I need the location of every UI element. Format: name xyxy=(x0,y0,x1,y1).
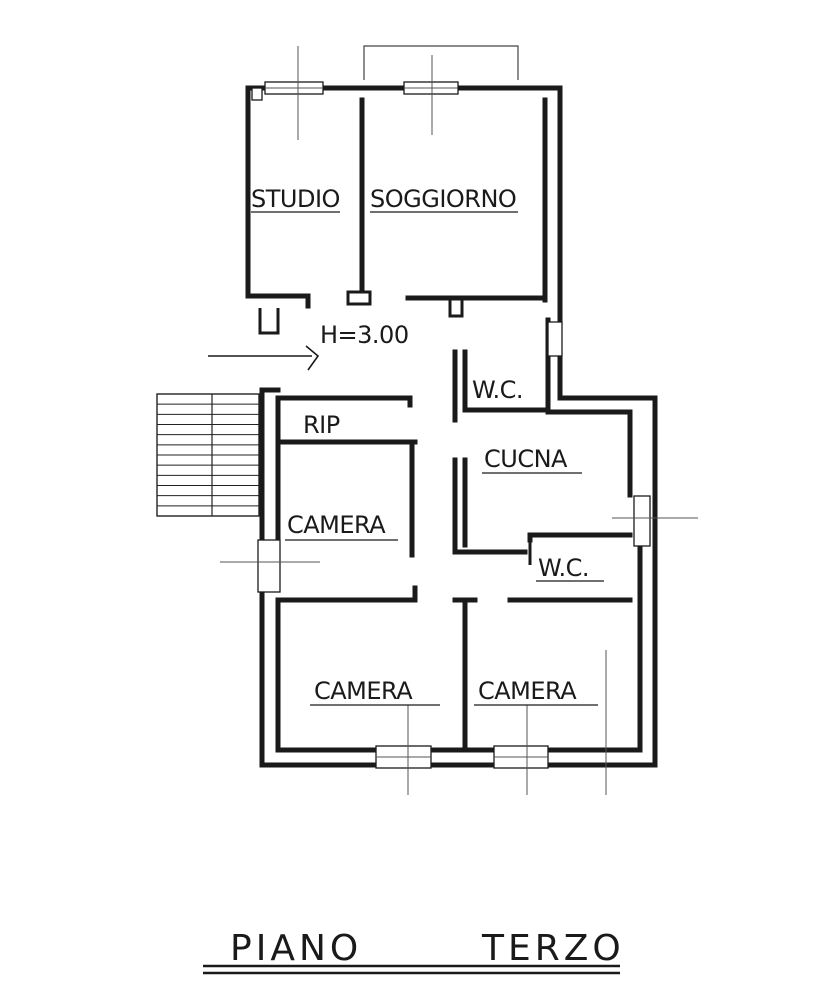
wall-wc-bottom xyxy=(462,349,548,413)
wall-stub-2 xyxy=(448,300,464,318)
staircase xyxy=(156,393,260,517)
wall-studio-bottom xyxy=(245,293,311,309)
outer-walls xyxy=(245,85,658,768)
wall-wc2-top xyxy=(527,532,633,543)
wall-bottom-inner xyxy=(275,517,643,753)
label-studio: STUDIO xyxy=(251,185,340,213)
guide-lines xyxy=(220,45,698,795)
window-cucina xyxy=(633,495,651,547)
label-cucina: CUCNA xyxy=(484,445,568,473)
interior-walls xyxy=(245,97,633,748)
entry-arrow xyxy=(208,345,320,371)
room-labels: STUDIO SOGGIORNO H=3.00 W.C. RIP CUCNA C… xyxy=(251,185,604,706)
window-camera-small xyxy=(257,539,281,593)
wall-right-bottom xyxy=(259,352,658,768)
wall-stub xyxy=(346,290,372,306)
wall-rip-top xyxy=(275,395,413,408)
label-wc-bottom: W.C. xyxy=(538,554,589,582)
label-soggiorno: SOGGIORNO xyxy=(370,185,516,213)
floor-word: PIANO xyxy=(230,928,362,969)
wall-right-inner xyxy=(545,317,633,498)
label-wc-top: W.C. xyxy=(472,376,523,404)
wall-cucina-left xyxy=(452,457,528,555)
label-height: H=3.00 xyxy=(320,321,409,349)
windows xyxy=(251,81,651,769)
floor-title: PIANO TERZO xyxy=(203,928,625,975)
wall-top xyxy=(245,85,563,325)
window-wc-top xyxy=(547,321,563,357)
label-camera-left: CAMERA xyxy=(314,677,413,705)
wall-camera-row-left xyxy=(275,585,418,603)
label-camera-right: CAMERA xyxy=(478,677,577,705)
wall-pillar xyxy=(258,308,280,335)
floor-name: TERZO xyxy=(481,928,625,969)
label-camera-small: CAMERA xyxy=(287,511,386,539)
balcony-outline xyxy=(363,45,519,80)
label-rip: RIP xyxy=(303,411,340,439)
window-corner xyxy=(251,87,263,101)
